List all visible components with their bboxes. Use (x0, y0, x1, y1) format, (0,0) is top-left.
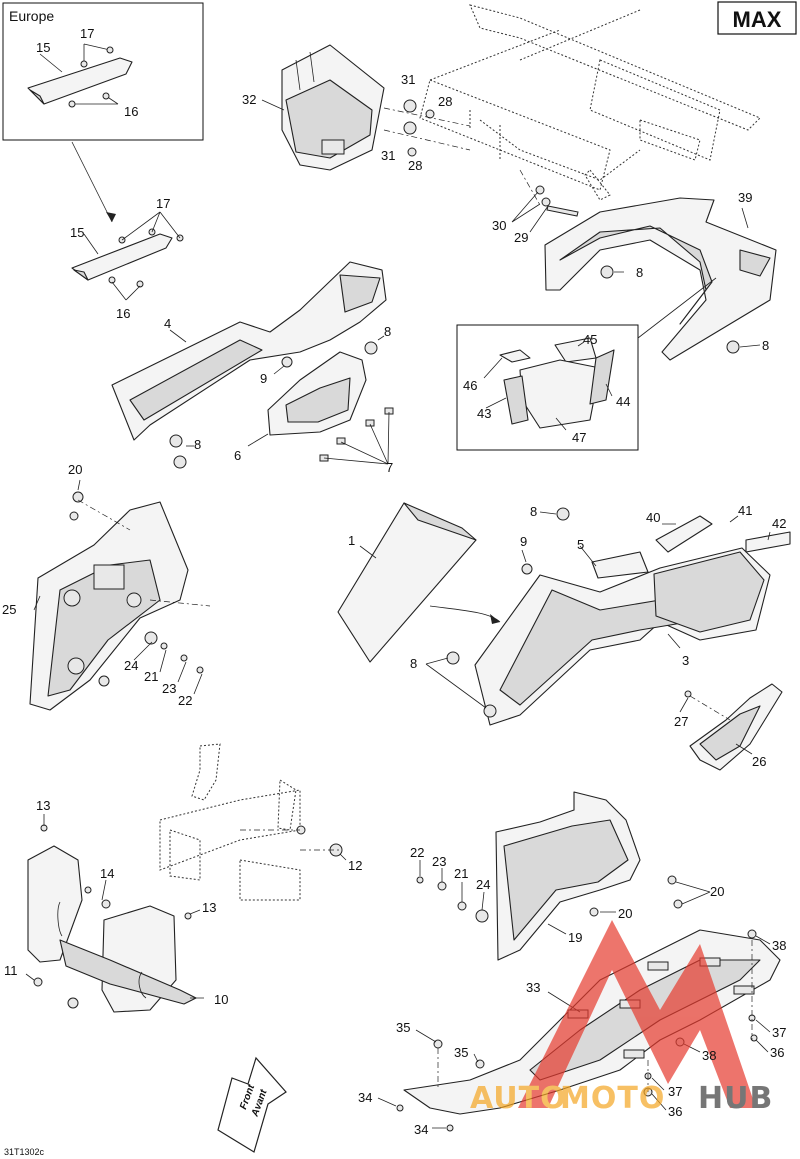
callout-16: 16 (116, 306, 130, 321)
max-model-badge: MAX (717, 1, 797, 35)
callout-28: 28 (438, 94, 452, 109)
callout-31: 31 (401, 72, 415, 87)
callout-8: 8 (636, 265, 643, 280)
callout-45: 45 (583, 332, 597, 347)
callout-27: 27 (674, 714, 688, 729)
callout-20: 20 (68, 462, 82, 477)
callout-26: 26 (752, 754, 766, 769)
callout-20: 20 (710, 884, 724, 899)
callout-28: 28 (408, 158, 422, 173)
callout-7: 7 (386, 460, 393, 475)
callouts: 32 31 28 31 28 30 29 39 8 8 15 17 16 4 8… (2, 72, 786, 1137)
callout-44: 44 (616, 394, 630, 409)
watermark-hub: HUB (698, 1081, 773, 1116)
part-1-panel (337, 502, 477, 663)
callout-4: 4 (164, 316, 171, 331)
callout-39: 39 (738, 190, 752, 205)
callout-6: 6 (234, 448, 241, 463)
callout-30: 30 (492, 218, 506, 233)
callout-23: 23 (432, 854, 446, 869)
callout-3: 3 (682, 653, 689, 668)
callout-24: 24 (476, 877, 490, 892)
figure-code: 31T1302c (4, 1147, 45, 1157)
watermark-moto: MOTO (560, 1081, 665, 1116)
callout-25: 25 (2, 602, 16, 617)
callout-13: 13 (202, 900, 216, 915)
callout-20: 20 (618, 906, 632, 921)
callout-38: 38 (702, 1048, 716, 1063)
callout-5: 5 (577, 537, 584, 552)
watermark-auto: AUTO (470, 1081, 567, 1116)
callout-22: 22 (410, 845, 424, 860)
callout-37: 37 (668, 1084, 682, 1099)
callout-36: 36 (770, 1045, 784, 1060)
callout-8: 8 (384, 324, 391, 339)
callout-34: 34 (414, 1122, 428, 1137)
callout-41: 41 (738, 503, 752, 518)
callout-32: 32 (242, 92, 256, 107)
callout-29: 29 (514, 230, 528, 245)
callout-11: 11 (4, 963, 18, 978)
part-15-trim-panel (71, 233, 173, 281)
callout-europe-16: 16 (124, 104, 138, 119)
front-direction-badge: Front Avant (217, 1056, 287, 1153)
callout-europe-17: 17 (80, 26, 94, 41)
callout-8: 8 (410, 656, 417, 671)
part-6-side-cover (267, 351, 367, 436)
rear-frame-assembly (419, 4, 761, 201)
callout-40: 40 (646, 510, 660, 525)
callout-37: 37 (772, 1025, 786, 1040)
front-frame-assembly (159, 743, 301, 901)
callout-21: 21 (454, 866, 468, 881)
callout-15: 15 (70, 225, 84, 240)
europe-inset-title: Europe (9, 8, 54, 24)
part-25-front-panel (29, 501, 189, 711)
callout-10: 10 (214, 992, 228, 1007)
callout-42: 42 (772, 516, 786, 531)
callout-38: 38 (772, 938, 786, 953)
callout-8: 8 (762, 338, 769, 353)
callout-8: 8 (194, 437, 201, 452)
callout-1: 1 (348, 533, 355, 548)
part-26-cover (689, 683, 783, 771)
detail-inset: 45 46 44 43 47 (456, 324, 639, 451)
automotohub-watermark: AUTO MOTO HUB (470, 920, 773, 1116)
callout-8: 8 (530, 504, 537, 519)
callout-31: 31 (381, 148, 395, 163)
max-label: MAX (733, 7, 782, 32)
callout-22: 22 (178, 693, 192, 708)
callout-19: 19 (568, 930, 582, 945)
callout-17: 17 (156, 196, 170, 211)
callout-35: 35 (396, 1020, 410, 1035)
callout-43: 43 (477, 406, 491, 421)
callout-12: 12 (348, 858, 362, 873)
callout-9: 9 (260, 371, 267, 386)
part-32-storage-box (281, 44, 385, 171)
part-10-bumper (27, 845, 197, 1013)
callout-14: 14 (100, 866, 114, 881)
callout-9: 9 (520, 534, 527, 549)
callout-33: 33 (526, 980, 540, 995)
europe-inset: Europe 15 17 16 (2, 2, 204, 141)
callout-36: 36 (668, 1104, 682, 1119)
callout-46: 46 (463, 378, 477, 393)
watermark-logo-icon (518, 920, 756, 1108)
callout-24: 24 (124, 658, 138, 673)
callout-europe-15: 15 (36, 40, 50, 55)
part-39-rear-fender (544, 197, 777, 361)
callout-47: 47 (572, 430, 586, 445)
callout-13: 13 (36, 798, 50, 813)
part-3-footrest-panel (474, 547, 771, 726)
callout-35: 35 (454, 1045, 468, 1060)
callout-23: 23 (162, 681, 176, 696)
part-4-side-panel (111, 261, 387, 441)
callout-21: 21 (144, 669, 158, 684)
callout-34: 34 (358, 1090, 372, 1105)
part-19-side-panel (495, 791, 641, 961)
